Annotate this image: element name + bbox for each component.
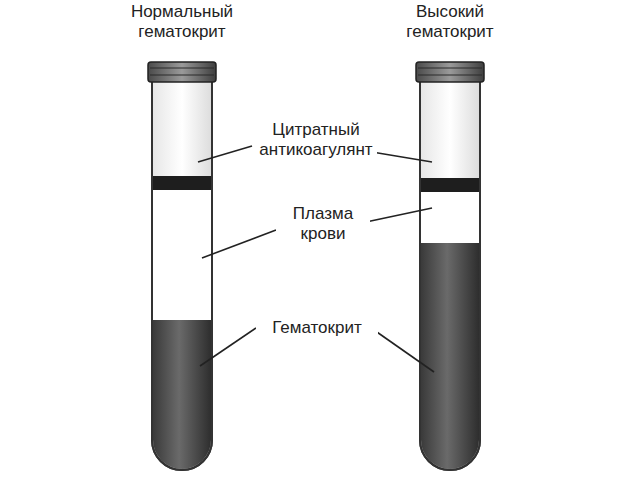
tube-heading: Нормальный гематокрит bbox=[107, 2, 257, 42]
callout-label: Плазма крови bbox=[276, 204, 370, 244]
right-tube bbox=[416, 62, 484, 470]
leader-lines bbox=[198, 146, 434, 372]
tube-column: Нормальный гематокрит bbox=[107, 2, 257, 472]
tube-column: Высокий гематокрит bbox=[375, 2, 525, 472]
callout-label: Цитратный антикоагулянт bbox=[255, 120, 377, 160]
left-tube bbox=[148, 62, 216, 470]
tube-heading: Высокий гематокрит bbox=[375, 2, 525, 42]
callout-label: Гематокрит bbox=[256, 318, 378, 338]
